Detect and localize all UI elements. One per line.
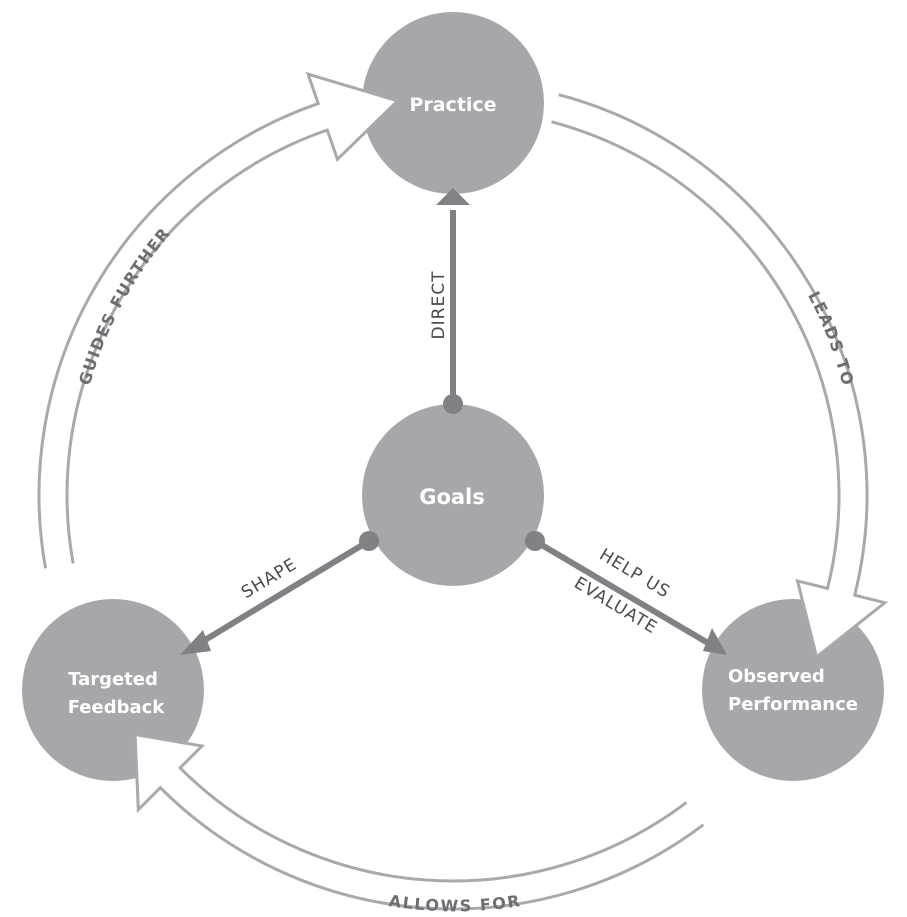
shape-arrowhead xyxy=(180,630,211,655)
feedback-label-line2: Feedback xyxy=(68,697,166,718)
evaluate-connector-origin-dot xyxy=(525,531,545,551)
performance-label-line1: Observed xyxy=(728,666,825,687)
direct-connector-origin-dot xyxy=(443,394,463,414)
practice-label: Practice xyxy=(409,94,496,116)
performance-label-line2: Performance xyxy=(728,694,858,715)
shape-label: SHAPE xyxy=(238,554,301,603)
performance-node xyxy=(702,599,884,781)
evaluate-connector xyxy=(525,531,727,655)
direct-connector xyxy=(436,188,470,414)
evaluate-arrowhead xyxy=(703,628,727,655)
goals-label: Goals xyxy=(419,485,485,509)
leads-to-arrow xyxy=(551,93,889,660)
shape-connector xyxy=(180,531,379,655)
direct-label: DIRECT xyxy=(429,271,449,340)
practice-node xyxy=(362,12,544,194)
allows-for-arrow xyxy=(133,732,705,911)
goals-node xyxy=(362,404,544,586)
feedback-node xyxy=(22,599,204,781)
direct-arrowhead xyxy=(436,188,470,205)
guides-further-arrow-tail-edge xyxy=(46,560,72,569)
guides-further-arrow xyxy=(37,71,401,569)
feedback-label-line1: Targeted xyxy=(68,669,158,690)
leads-to-arrow-tail-edge xyxy=(551,96,562,122)
shape-connector-origin-dot xyxy=(359,531,379,551)
allows-for-arrow-tail-edge xyxy=(684,803,703,826)
